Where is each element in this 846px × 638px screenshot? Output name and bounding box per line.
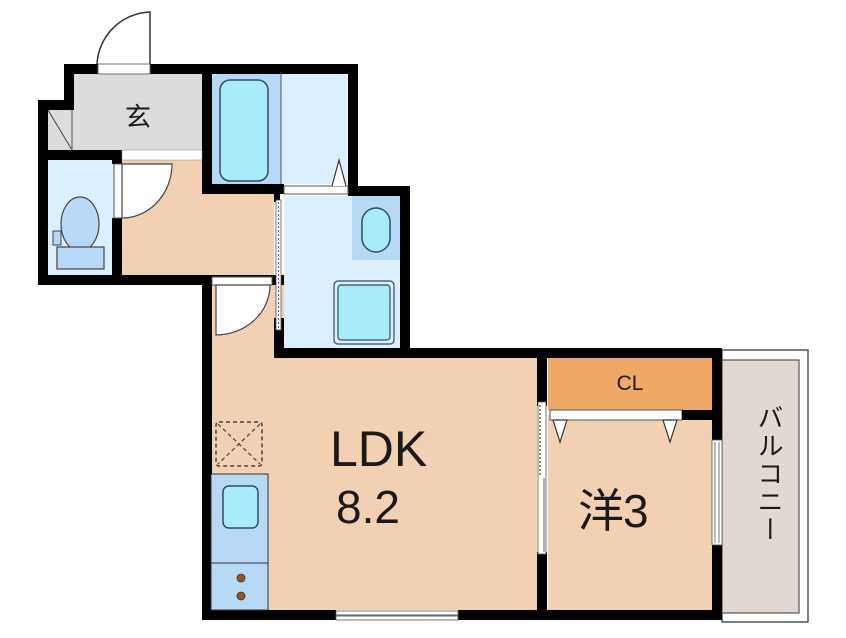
washroom-sliding-door [275,199,282,331]
walls [38,64,722,620]
washing-machine-pan-icon [333,280,395,345]
closet-floor [548,358,712,410]
balcony-label: バルコニー [754,404,784,544]
western-room-sliding-door [537,401,547,555]
balcony-window [711,439,723,546]
balcony-floor [721,359,800,614]
entrance-door-icon [96,11,151,65]
western-room-label: 洋3 [578,485,649,537]
closet-label: CL [616,372,644,395]
ldk-area-label: 8.2 [336,481,400,533]
kitchen-sink-icon [210,473,269,564]
entrance-threshold [97,63,151,75]
bath-door [283,185,349,195]
ldk-label: LDK [330,421,428,477]
stove-icon [210,562,269,611]
genkan-label: 玄 [124,102,151,132]
wash-basin-icon [361,207,391,253]
refrigerator-space-icon [215,421,263,467]
closet-door-left-icon [552,419,568,444]
bathtub-icon [219,79,269,182]
genkan-step [121,149,203,161]
ldk-door-icon [211,276,273,336]
closet-door-right-icon [662,419,678,444]
shoe-cabinet-icon [47,109,73,151]
toilet-door-icon [113,163,173,219]
ldk-window [335,610,459,621]
toilet-icon [52,196,105,270]
genkan-floor [72,72,202,150]
western-room-floor [548,415,712,610]
bath-door-hinge-icon [331,157,347,187]
